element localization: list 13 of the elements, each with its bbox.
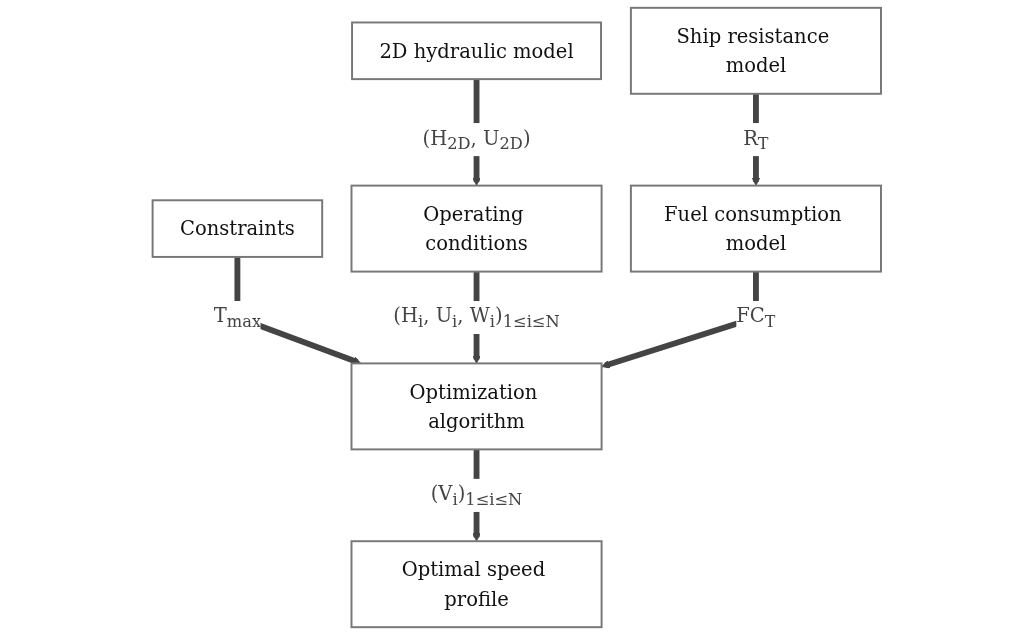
edge-label: R$_{T}$ (742, 126, 769, 154)
edge-label: FC$_{T}$ (735, 303, 776, 332)
edge-label: (H$_{i}$, U$_{i}$, W$_{i}$)$_{1≤i≤N}$ (393, 303, 560, 332)
node-box: Optimal speed profile (350, 540, 603, 629)
edge-label: (H$_{2D}$, U$_{2D}$) (422, 126, 531, 154)
edge-label: T$_{max}$ (213, 303, 261, 332)
edge-label: (V$_{i}$)$_{1≤i≤N}$ (430, 481, 523, 509)
node-box: Constraints (151, 199, 323, 258)
node-box: Operating conditions (350, 184, 603, 273)
node-box: 2D hydraulic model (350, 21, 602, 81)
node-box: Fuel consumption model (629, 184, 882, 273)
node-box: Ship resistance model (629, 6, 882, 95)
node-box: Optimization algorithm (350, 362, 603, 451)
